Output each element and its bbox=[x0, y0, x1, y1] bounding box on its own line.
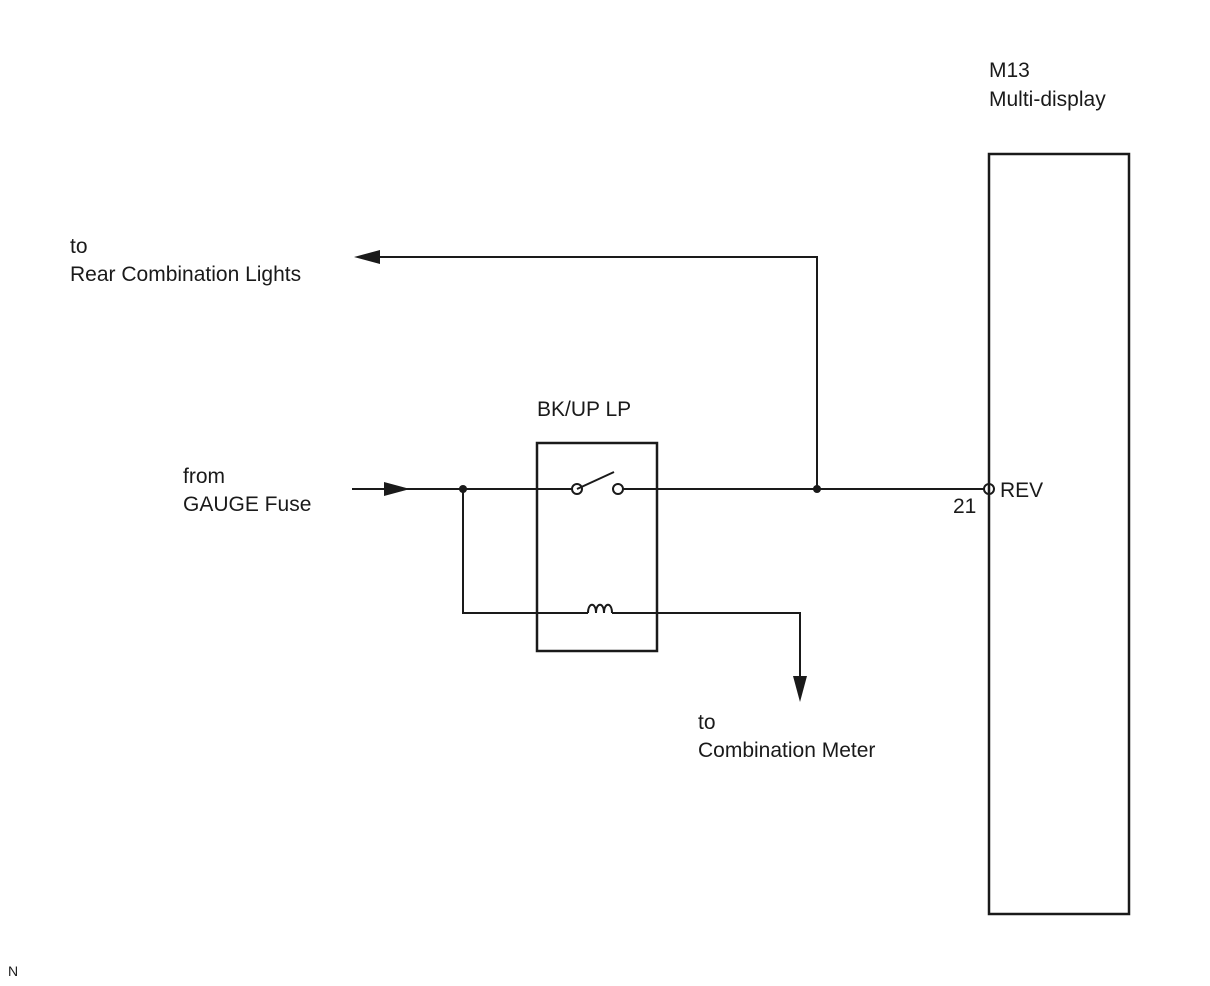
arrow-meter bbox=[793, 676, 807, 702]
pin-number-label: 21 bbox=[953, 495, 976, 518]
relay-name-label: BK/UP LP bbox=[537, 398, 631, 421]
relay-coil-icon bbox=[587, 603, 613, 614]
pin-name-label: REV bbox=[1000, 479, 1043, 502]
meter-prefix: to bbox=[698, 711, 716, 734]
switch-contact-left bbox=[571, 483, 583, 495]
corner-mark: N bbox=[8, 963, 18, 979]
relay-box bbox=[535, 441, 659, 653]
rear-lights-name: Rear Combination Lights bbox=[70, 263, 301, 286]
rear-lights-prefix: to bbox=[70, 235, 88, 258]
gauge-prefix: from bbox=[183, 465, 225, 488]
multi-display-box bbox=[987, 152, 1131, 916]
meter-name: Combination Meter bbox=[698, 739, 875, 762]
wire-to-rear-lights bbox=[380, 256, 818, 489]
rev-pin-terminal bbox=[983, 483, 995, 495]
arrow-rear-lights bbox=[354, 250, 380, 264]
arrow-gauge-input bbox=[384, 482, 410, 496]
gauge-name: GAUGE Fuse bbox=[183, 493, 311, 516]
switch-contact-right bbox=[612, 483, 624, 495]
wire-to-meter bbox=[612, 612, 801, 678]
switch-blade bbox=[576, 471, 615, 490]
connector-id-label: M13 bbox=[989, 59, 1030, 82]
wire-coil-feed bbox=[462, 489, 588, 614]
connector-name-label: Multi-display bbox=[989, 88, 1106, 111]
